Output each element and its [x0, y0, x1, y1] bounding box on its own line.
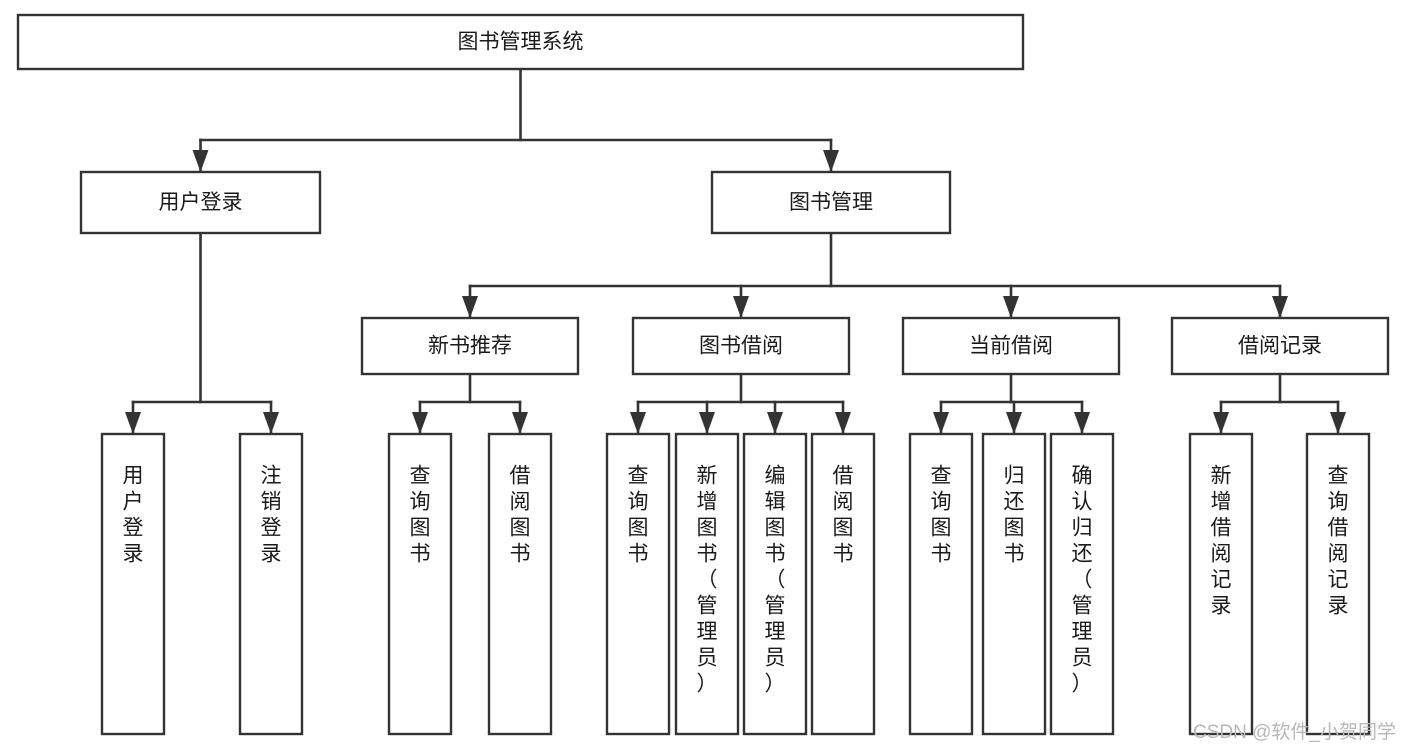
node-label: 归还图书 — [1004, 464, 1025, 565]
node-user-login[interactable]: 用户登录 — [79, 170, 322, 235]
node-box[interactable] — [1305, 432, 1371, 736]
node-label: 当前借阅 — [969, 335, 1053, 358]
node-leaf-edit-book[interactable]: 编辑图书（管理员） — [742, 432, 808, 736]
node-label: 新增图书（管理员） — [697, 464, 718, 695]
node-label: 图书借阅 — [699, 335, 783, 358]
node-leaf-query-book-2[interactable]: 查询图书 — [605, 432, 671, 736]
arrow-head-icon — [192, 150, 209, 172]
node-label: 编辑图书（管理员） — [765, 464, 786, 695]
node-box[interactable] — [631, 316, 851, 376]
arrow-head-icon — [1006, 412, 1022, 434]
node-leaf-query-book-1[interactable]: 查询图书 — [387, 432, 453, 736]
arrow-head-icon — [699, 412, 715, 434]
node-box[interactable] — [487, 432, 553, 736]
node-box[interactable] — [79, 170, 322, 235]
node-leaf-borrow-book-2[interactable]: 借阅图书 — [810, 432, 876, 736]
node-leaf-user-login[interactable]: 用户登录 — [100, 432, 166, 736]
node-box[interactable] — [674, 432, 740, 736]
arrow-head-icon — [1003, 296, 1019, 318]
arrow-head-icon — [835, 412, 851, 434]
arrow-head-icon — [1074, 412, 1090, 434]
node-book-borrow[interactable]: 图书借阅 — [631, 316, 851, 376]
node-box[interactable] — [908, 432, 974, 736]
node-box[interactable] — [1170, 316, 1390, 376]
node-label: 注销登录 — [261, 464, 282, 565]
watermark-label: CSDN @软件_小贺同学 — [1193, 721, 1396, 743]
node-box[interactable] — [387, 432, 453, 736]
arrow-head-icon — [412, 412, 428, 434]
node-label: 借阅记录 — [1238, 335, 1322, 358]
node-current-borrow[interactable]: 当前借阅 — [901, 316, 1121, 376]
node-borrow-record[interactable]: 借阅记录 — [1170, 316, 1390, 376]
node-book-manage[interactable]: 图书管理 — [710, 170, 952, 235]
arrow-head-icon — [462, 296, 478, 318]
node-label: 用户登录 — [159, 191, 243, 214]
node-root[interactable]: 图书管理系统 — [16, 13, 1025, 71]
node-box[interactable] — [16, 13, 1025, 71]
node-box[interactable] — [981, 432, 1047, 736]
arrow-head-icon — [512, 412, 528, 434]
node-label: 新书推荐 — [428, 335, 512, 358]
node-box[interactable] — [100, 432, 166, 736]
node-box[interactable] — [1188, 432, 1254, 736]
arrow-head-icon — [1272, 296, 1288, 318]
node-label: 借阅图书 — [833, 464, 854, 565]
node-box[interactable] — [360, 316, 580, 376]
node-label: 查询借阅记录 — [1328, 464, 1349, 617]
node-box[interactable] — [810, 432, 876, 736]
node-new-book-recommend[interactable]: 新书推荐 — [360, 316, 580, 376]
node-leaf-query-record[interactable]: 查询借阅记录 — [1305, 432, 1371, 736]
node-leaf-return-book[interactable]: 归还图书 — [981, 432, 1047, 736]
node-label: 查询图书 — [628, 464, 649, 565]
node-leaf-add-record[interactable]: 新增借阅记录 — [1188, 432, 1254, 736]
node-box[interactable] — [710, 170, 952, 235]
node-box[interactable] — [605, 432, 671, 736]
node-leaf-borrow-book-1[interactable]: 借阅图书 — [487, 432, 553, 736]
arrow-head-icon — [933, 412, 949, 434]
node-leaf-logout-login[interactable]: 注销登录 — [238, 432, 304, 736]
node-box[interactable] — [1049, 432, 1115, 736]
arrow-head-icon — [1330, 412, 1346, 434]
node-label: 查询图书 — [410, 464, 431, 565]
arrow-head-icon — [630, 412, 646, 434]
node-box[interactable] — [238, 432, 304, 736]
node-leaf-query-book-3[interactable]: 查询图书 — [908, 432, 974, 736]
node-label: 用户登录 — [123, 464, 144, 565]
arrow-head-icon — [733, 296, 749, 318]
arrow-head-icon — [1213, 412, 1229, 434]
node-leaf-confirm-return[interactable]: 确认归还（管理员） — [1049, 432, 1115, 736]
arrow-head-icon — [263, 412, 279, 434]
arrow-head-icon — [823, 150, 839, 172]
node-box[interactable] — [901, 316, 1121, 376]
arrow-head-icon — [125, 412, 141, 434]
node-label: 查询图书 — [931, 464, 952, 565]
node-box[interactable] — [742, 432, 808, 736]
node-label: 借阅图书 — [510, 464, 531, 565]
node-label: 新增借阅记录 — [1211, 464, 1232, 617]
arrow-head-icon — [767, 412, 783, 434]
node-leaf-add-book[interactable]: 新增图书（管理员） — [674, 432, 740, 736]
node-label: 图书管理 — [789, 191, 873, 214]
node-label: 确认归还（管理员） — [1072, 464, 1093, 695]
node-label: 图书管理系统 — [458, 31, 584, 54]
